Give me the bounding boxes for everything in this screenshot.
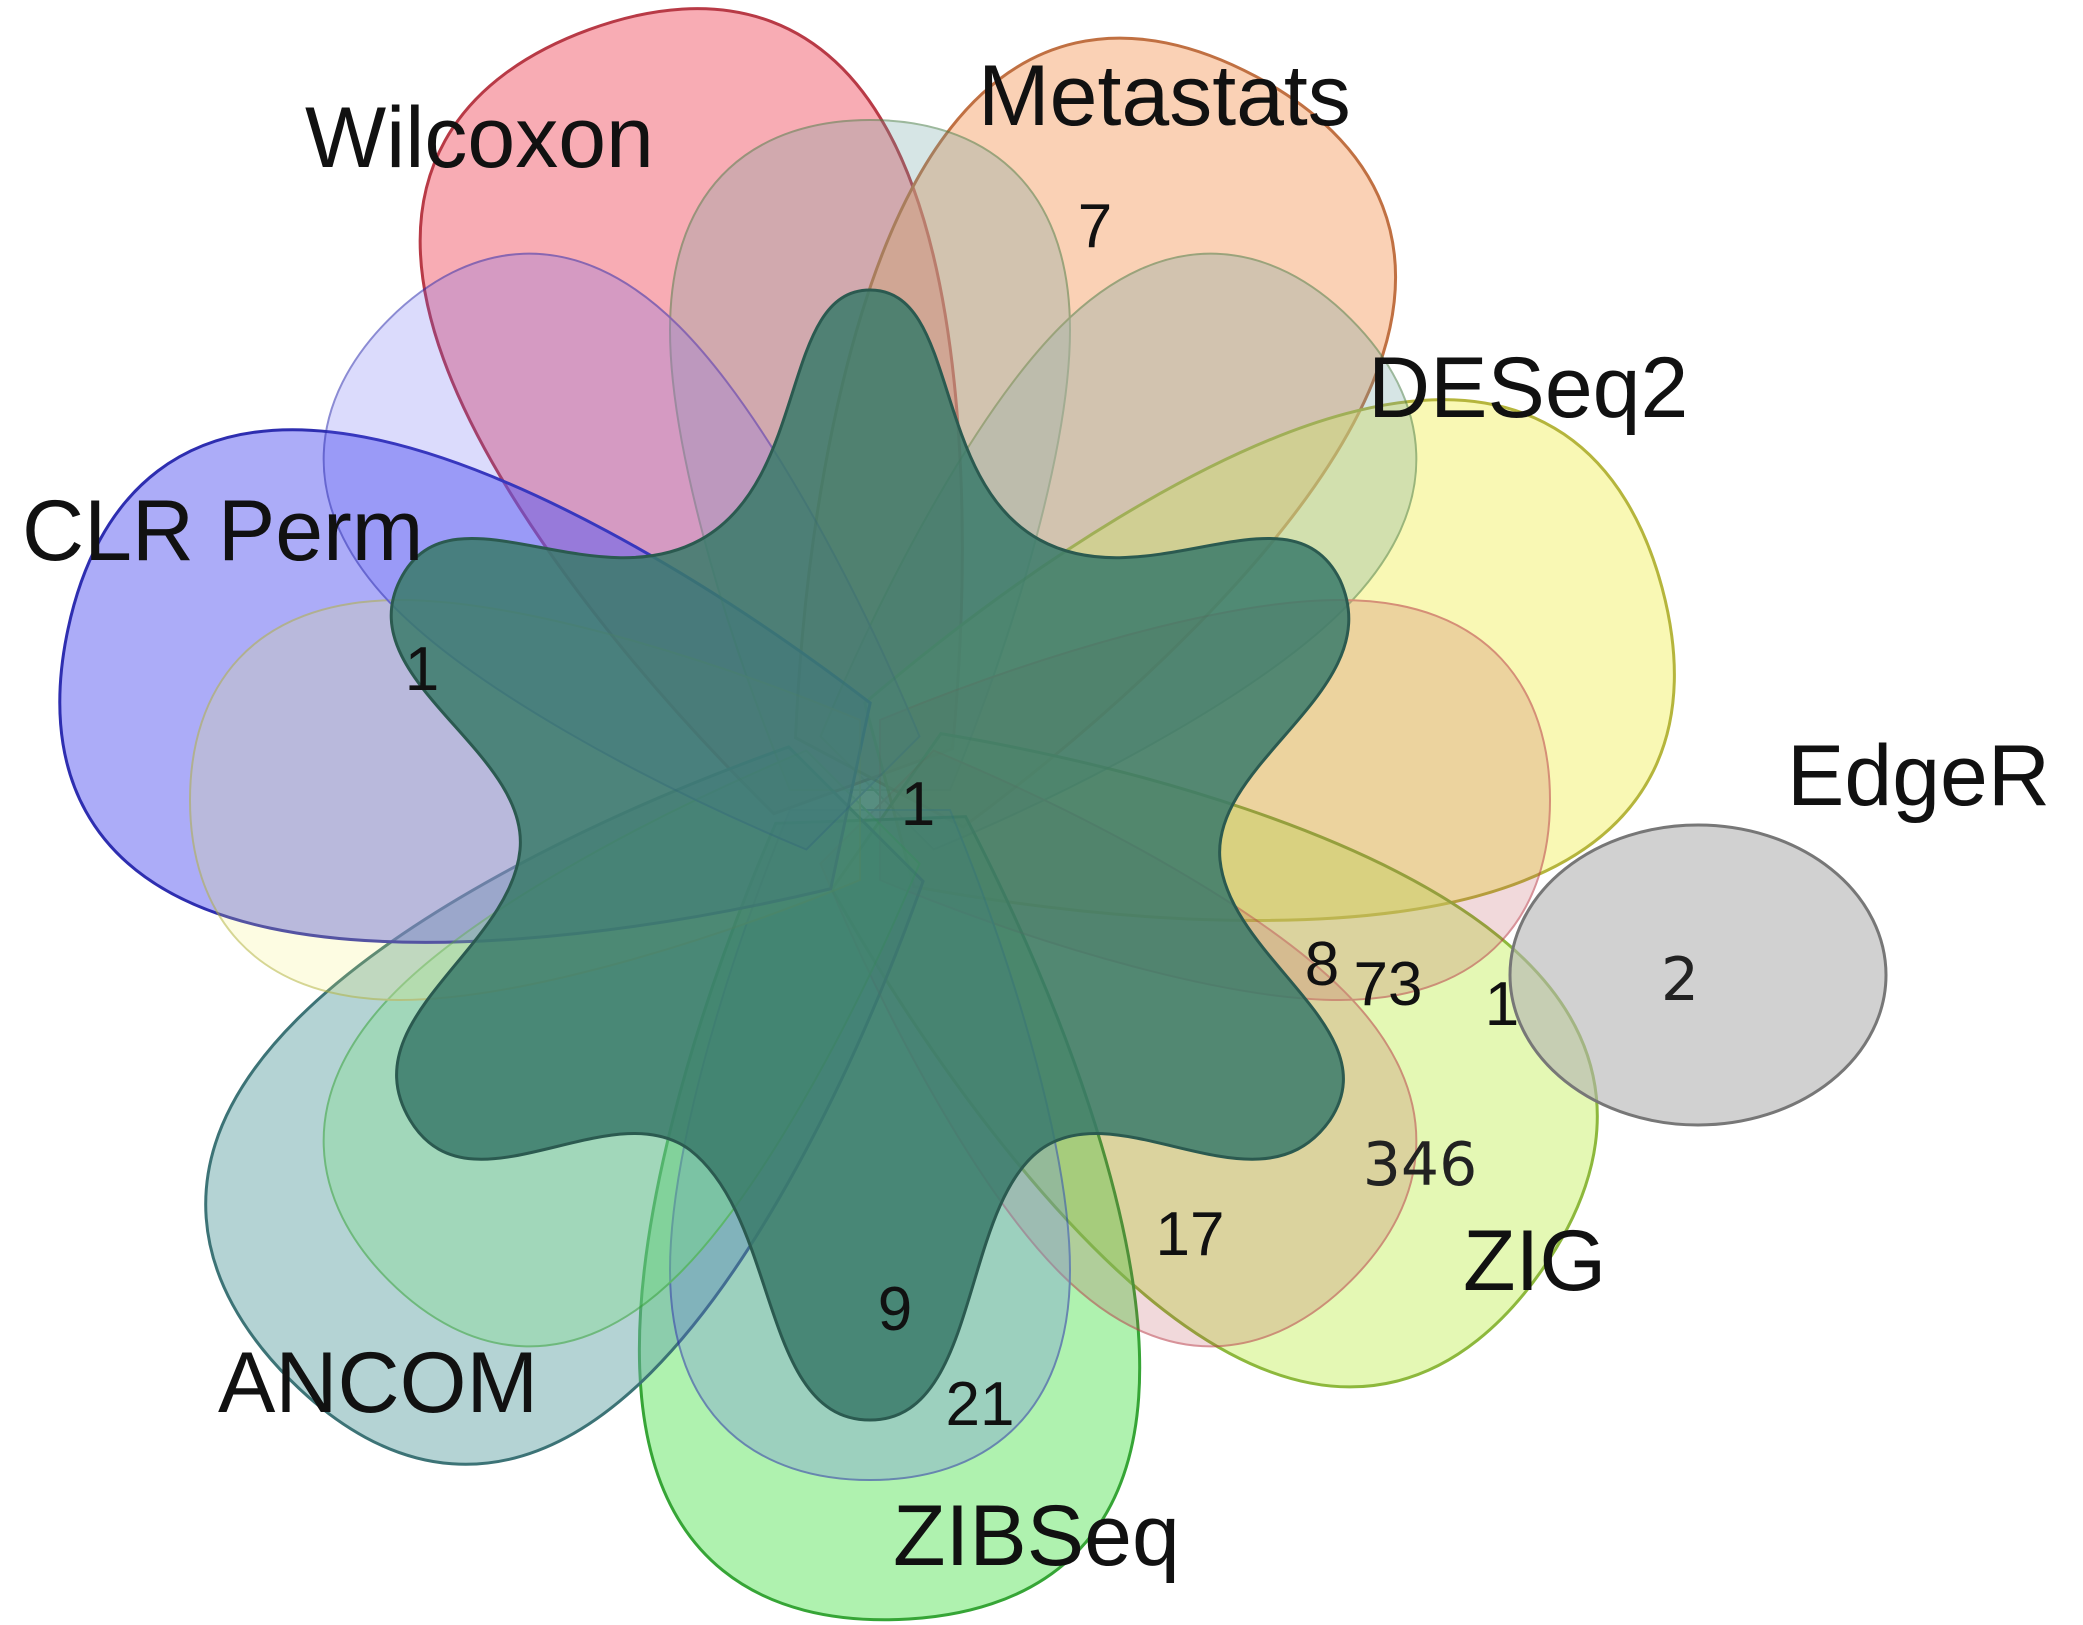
set-label-zibseq: ZIBSeq bbox=[893, 1488, 1180, 1584]
count-edger-only: 2 bbox=[1661, 945, 1699, 1015]
set-label-clr-perm: CLR Perm bbox=[22, 483, 423, 579]
edger-region bbox=[1508, 823, 1888, 1127]
count-edger-zig: 1 bbox=[1485, 970, 1519, 1039]
count-deseq2-zig-b: 73 bbox=[1354, 950, 1423, 1019]
count-zibseq-only: 21 bbox=[946, 1370, 1015, 1439]
count-zig-zibseq: 17 bbox=[1156, 1200, 1225, 1269]
set-label-deseq2: DESeq2 bbox=[1368, 340, 1688, 436]
count-deseq2-zig-a: 8 bbox=[1305, 930, 1339, 999]
count-clr-perm-only: 1 bbox=[405, 635, 439, 704]
count-metastats-only: 7 bbox=[1078, 192, 1112, 261]
set-label-edger: EdgeR bbox=[1787, 728, 2050, 824]
intersection-all-region bbox=[389, 288, 1351, 1422]
set-label-wilcoxon: Wilcoxon bbox=[305, 90, 654, 186]
set-label-ancom: ANCOM bbox=[218, 1335, 538, 1431]
count-zig-only: 346 bbox=[1363, 1130, 1478, 1200]
set-label-zig: ZIG bbox=[1463, 1213, 1606, 1309]
count-zibseq-ancom: 9 bbox=[878, 1275, 912, 1344]
set-label-metastats: Metastats bbox=[978, 48, 1351, 144]
count-center: 1 bbox=[901, 770, 935, 839]
